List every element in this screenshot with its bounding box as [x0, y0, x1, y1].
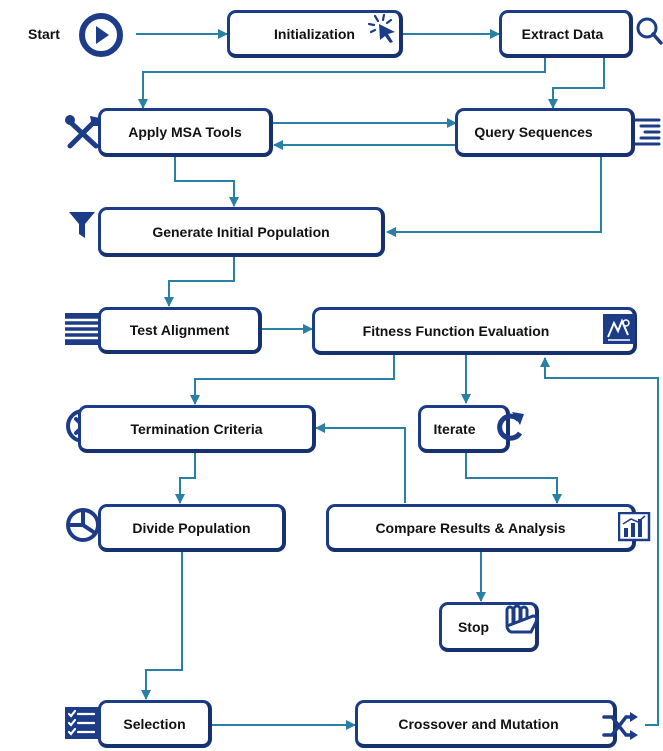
- initialization-box[interactable]: Initialization: [227, 10, 403, 58]
- query-sequences-box[interactable]: Query Sequences: [455, 108, 635, 157]
- fitness-function-evaluation-box[interactable]: Fitness Function Evaluation: [312, 307, 637, 355]
- filter-funnel-icon: [69, 212, 95, 238]
- query-sequences-label: Query Sequences: [474, 124, 593, 140]
- hand-stop-icon: [505, 604, 539, 634]
- stop-label: Stop: [457, 618, 490, 635]
- arrow-query-to-generate: [386, 156, 602, 237]
- start-label: Start: [28, 26, 60, 42]
- crossover-and-mutation-box[interactable]: Crossover and Mutation: [355, 700, 617, 748]
- iterate-label: Iterate: [433, 420, 476, 437]
- arrow-termination-to-divide: [175, 452, 196, 504]
- arrow-fitness-to-termination: [190, 354, 395, 405]
- tools-icon: [65, 115, 100, 149]
- selection-box[interactable]: Selection: [98, 700, 212, 748]
- iterate-box[interactable]: Iterate: [418, 405, 510, 453]
- cursor-click-icon: [367, 13, 395, 43]
- arrow-compare-to-termination: [315, 423, 406, 503]
- crossover-and-mutation-label: Crossover and Mutation: [398, 715, 559, 732]
- compare-results-analysis-label: Compare Results & Analysis: [375, 519, 566, 536]
- list-lines-icon: [633, 118, 661, 146]
- generate-initial-population-box[interactable]: Generate Initial Population: [98, 207, 385, 257]
- arrow-divide-to-selection: [141, 552, 183, 700]
- bar-chart-icon: [618, 512, 651, 542]
- termination-criteria-label: Termination Criteria: [130, 420, 263, 437]
- termination-criteria-box[interactable]: Termination Criteria: [78, 405, 316, 453]
- arrow-extract-to-query: [548, 57, 605, 109]
- arrow-iterate-to-compare: [465, 452, 562, 504]
- document-lines-icon: [65, 313, 99, 345]
- arrow-apply-to-generate: [174, 156, 239, 207]
- initialization-label: Initialization: [274, 25, 355, 42]
- extract-data-box[interactable]: Extract Data: [499, 10, 633, 58]
- divide-population-box[interactable]: Divide Population: [98, 504, 286, 552]
- shuffle-icon: [602, 712, 638, 740]
- search-icon: [636, 17, 663, 45]
- divide-population-label: Divide Population: [132, 519, 251, 536]
- compare-results-analysis-box[interactable]: Compare Results & Analysis: [326, 504, 636, 552]
- checklist-icon: [65, 707, 99, 739]
- selection-label: Selection: [123, 715, 186, 732]
- apply-msa-tools-label: Apply MSA Tools: [128, 124, 242, 140]
- arrow-generate-to-test: [164, 257, 235, 307]
- test-alignment-box[interactable]: Test Alignment: [98, 307, 262, 354]
- refresh-icon: [497, 412, 524, 441]
- apply-msa-tools-box[interactable]: Apply MSA Tools: [98, 108, 273, 157]
- fitness-function-evaluation-label: Fitness Function Evaluation: [362, 322, 550, 339]
- play-icon[interactable]: [78, 12, 124, 58]
- arrow-extract-to-apply: [138, 57, 546, 109]
- formula-icon: [603, 314, 635, 344]
- extract-data-label: Extract Data: [521, 25, 604, 42]
- generate-initial-population-label: Generate Initial Population: [152, 223, 330, 240]
- arrow-crossover-to-fitness: [540, 357, 659, 726]
- test-alignment-label: Test Alignment: [129, 322, 230, 338]
